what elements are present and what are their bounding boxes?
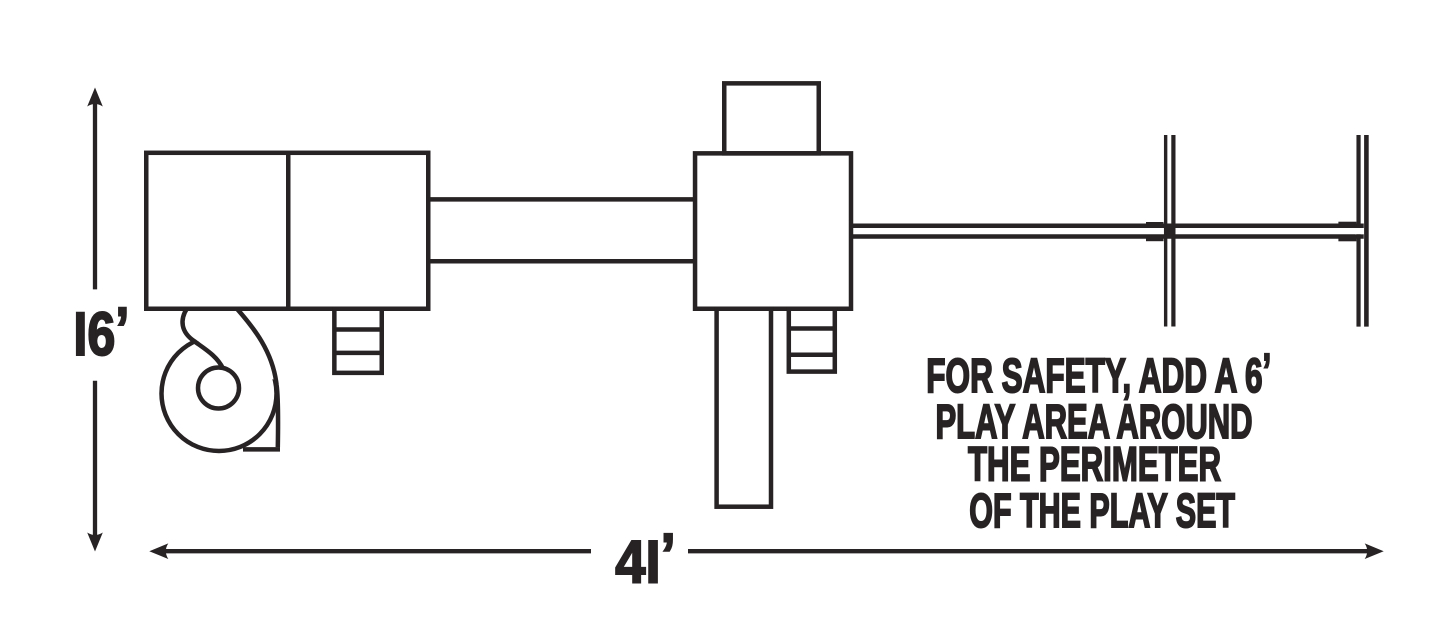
- svg-text:THE PERIMETER: THE PERIMETER: [968, 439, 1221, 492]
- svg-text:OF THE PLAY SET: OF THE PLAY SET: [969, 485, 1235, 538]
- svg-text:FOR SAFETY, ADD A 6’: FOR SAFETY, ADD A 6’: [926, 345, 1271, 403]
- svg-text:PLAY AREA AROUND: PLAY AREA AROUND: [936, 396, 1253, 449]
- svg-text:4I’: 4I’: [615, 521, 676, 595]
- svg-text:I6’: I6’: [73, 295, 129, 368]
